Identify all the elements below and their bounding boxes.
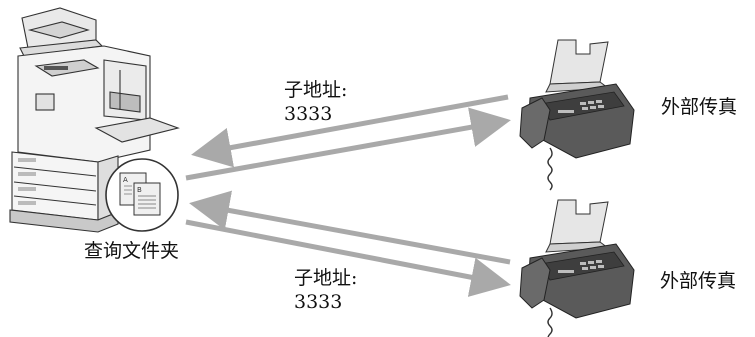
fax-machine-icon [519,39,635,191]
remote-fax-label: 外部传真 [661,96,738,118]
folder-icon: A B [105,158,179,232]
folder-letter-a: A [123,176,128,184]
arrow-mfp-to-fax1 [185,107,511,181]
mfp-icon [9,7,180,233]
arrow-fax2-to-mfp [189,190,511,265]
subaddress-label: 子地址: 3333 [284,78,347,126]
subaddress-value: 3333 [294,291,343,313]
arrow-mfp-to-fax2 [185,219,511,297]
fax-machine-icon [519,199,635,337]
subaddress-caption: 子地址: [294,267,358,289]
arrow-fax1-to-mfp [191,94,509,168]
folder-letter-b: B [137,186,142,194]
remote-fax-label: 外部传真 [660,270,737,292]
subaddress-value: 3333 [284,103,333,125]
subaddress-label: 子地址: 3333 [294,266,357,314]
polling-folder-label: 查询文件夹 [84,240,180,262]
subaddress-caption: 子地址: [284,79,348,101]
